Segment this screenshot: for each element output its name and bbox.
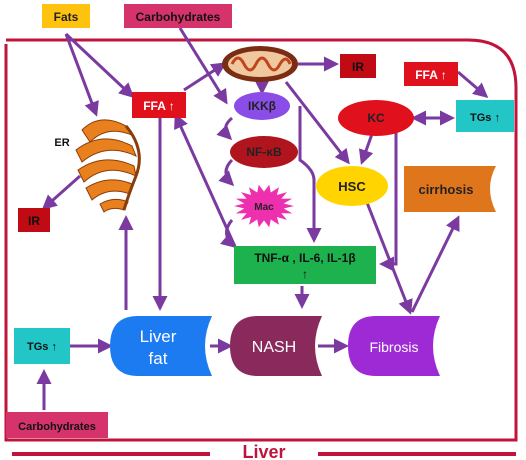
nfkb-node (230, 136, 298, 168)
liver-boundary (4, 38, 518, 442)
carbohydrates-top-label: Carbohydrates (136, 10, 221, 24)
ikkb-label: IKKβ (248, 99, 276, 113)
tgs-right-label: TGs ↑ (470, 112, 500, 124)
ffa-right-label: FFA ↑ (415, 68, 447, 82)
mitochondrion-icon (222, 46, 298, 82)
carbohydrates-bottom-box (6, 412, 108, 438)
carbohydrates-bottom-label: Carbohydrates (18, 421, 96, 433)
ir-top-label: IR (352, 60, 364, 74)
arrow-nfkb-to-mac-curve (218, 158, 235, 187)
arrow-fats-to-ffa (64, 32, 135, 99)
liver-fat-label-line2: fat (149, 349, 168, 368)
fibrosis-label: Fibrosis (369, 339, 418, 355)
nash-label: NASH (252, 339, 296, 356)
ffa-center-label: FFA ↑ (143, 99, 175, 113)
cytokines-box (234, 246, 376, 284)
hsc-node (316, 166, 388, 206)
arrow-er-to-ir (41, 174, 81, 210)
fibrosis-node (348, 316, 440, 376)
tgs-left-label: TGs ↑ (27, 341, 57, 353)
arrow-fats-to-er (64, 33, 99, 117)
fats-label: Fats (54, 10, 79, 24)
cirrhosis-node (404, 166, 496, 212)
arrow-ffa-to-mito (183, 62, 227, 92)
nfkb-label: NF-κB (246, 145, 282, 159)
hsc-label: HSC (338, 179, 366, 194)
kc-label: KC (367, 111, 385, 125)
arrow-ffa-to-tgs (457, 70, 489, 98)
tgs-left-box (14, 328, 70, 364)
liver-fat-node (110, 316, 212, 376)
kc-node (338, 100, 414, 136)
arrow-mac-to-tnf-curve (220, 219, 237, 248)
arrow-mito-to-hsc (284, 81, 350, 165)
ir-left-box (18, 208, 50, 232)
ir-left-label: IR (28, 214, 40, 228)
cirrhosis-label: cirrhosis (419, 182, 474, 197)
arrow-kc-to-hsc (358, 133, 374, 165)
ffa-center-box (132, 92, 186, 118)
nash-node (230, 316, 322, 376)
arrow-tnf-to-ffa (174, 113, 244, 263)
ffa-right-box (404, 62, 458, 86)
arrow-hsc-to-fibrosis (364, 199, 413, 315)
mac-label: Mac (254, 202, 274, 213)
carbohydrates-top-box (124, 4, 232, 28)
cytokines-label: TNF-α , IL-6, IL-1β (254, 251, 355, 265)
tgs-right-box (456, 100, 514, 132)
arrow-fibrosis-to-cirrhosis (410, 215, 460, 313)
ir-top-box (340, 54, 376, 78)
arrow-carbs-to-ikkb (178, 27, 228, 105)
macrophage-starburst-icon (234, 184, 294, 228)
arrow-ikkb-to-tnf (298, 106, 322, 243)
er-label: ER (54, 137, 69, 149)
arrows (36, 27, 489, 410)
cytokines-arrow-label: ↑ (302, 267, 308, 281)
arrow-ikkb-to-nfkb-curve (216, 116, 234, 141)
endoplasmic-reticulum-icon (75, 119, 141, 213)
fats-box (42, 4, 90, 28)
liver-title: Liver (242, 442, 285, 460)
arrow-kc-to-tnf (379, 132, 398, 272)
liver-fat-label-line1: Liver (140, 327, 177, 346)
ikkb-node (234, 92, 290, 120)
